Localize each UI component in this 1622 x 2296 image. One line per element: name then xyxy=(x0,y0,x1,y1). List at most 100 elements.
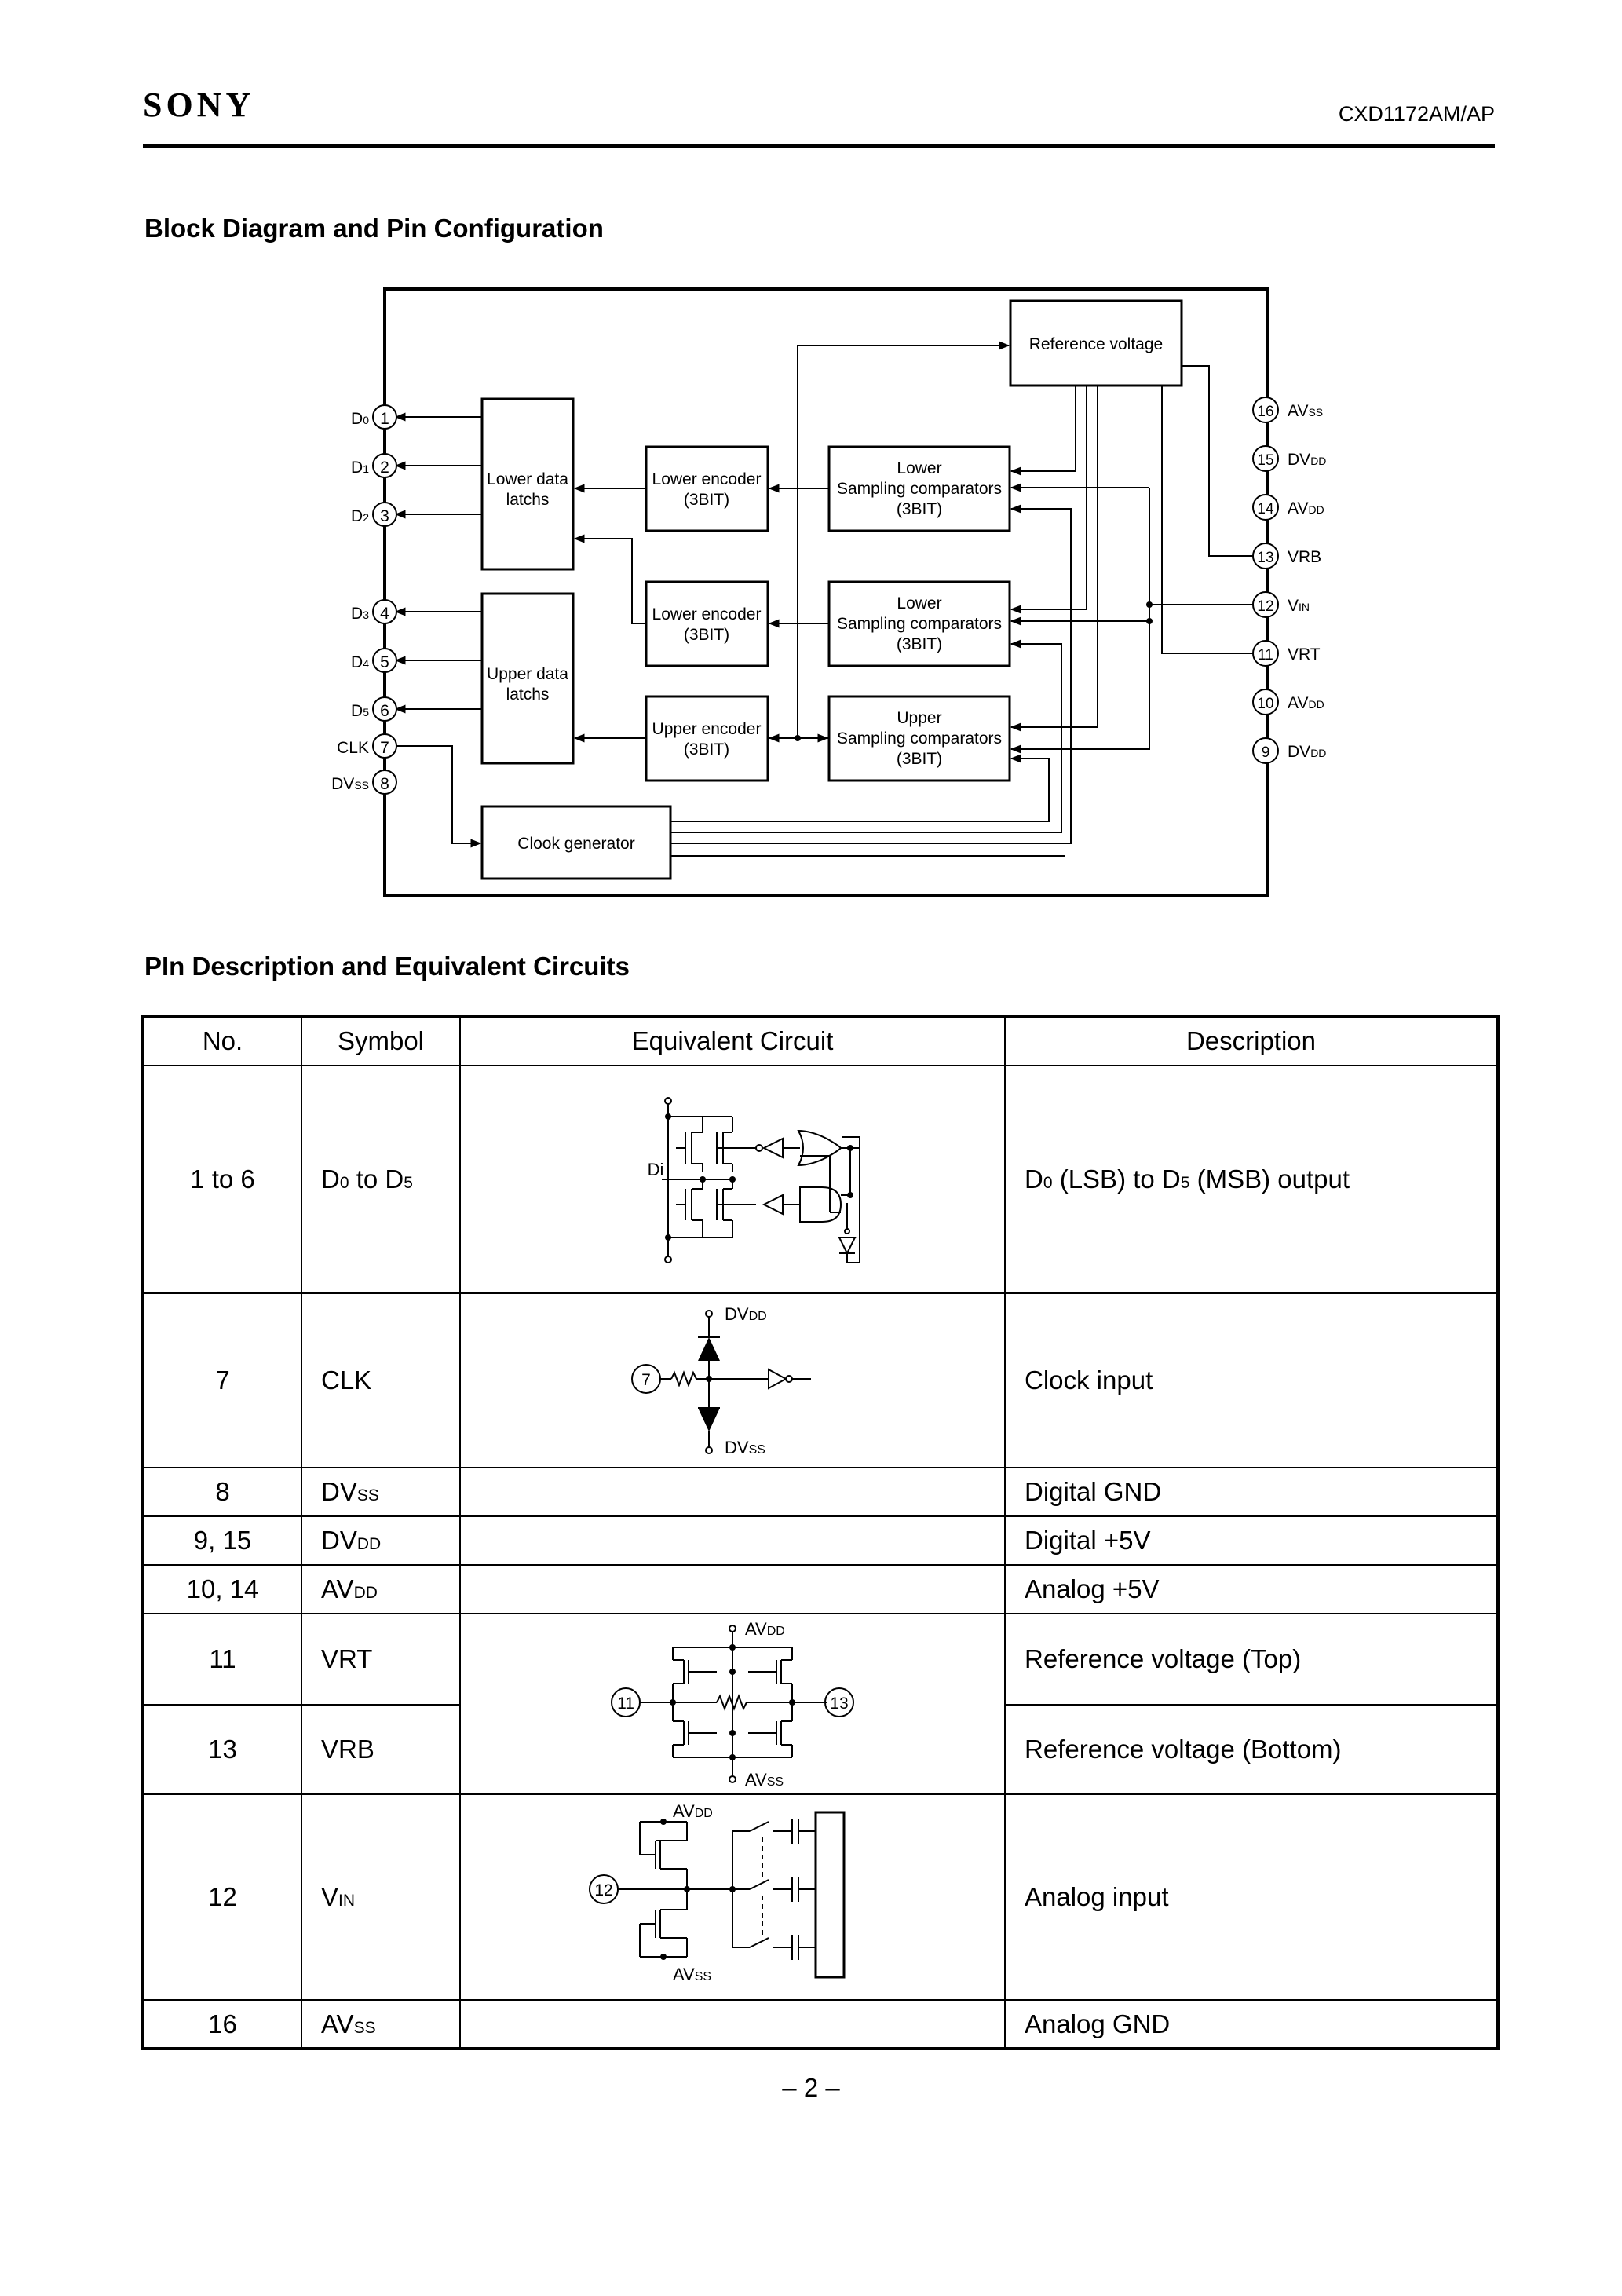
svg-text:11: 11 xyxy=(1258,647,1273,664)
row-no: 16 xyxy=(142,1999,302,2049)
svg-text:DVSS: DVSS xyxy=(331,775,369,793)
row-no: 13 xyxy=(142,1704,302,1795)
row-symbol: DVSS xyxy=(301,1467,461,1517)
svg-text:(3BIT): (3BIT) xyxy=(897,635,942,653)
svg-text:latchs: latchs xyxy=(506,491,550,509)
row-circuit-empty xyxy=(459,1999,1006,2049)
vin-circuit: 12 AVDD AVSS xyxy=(459,1793,1006,2001)
pin-1: 1D0 xyxy=(351,404,397,430)
svg-text:Di: Di xyxy=(648,1160,664,1179)
row-symbol: CLK xyxy=(301,1292,461,1468)
page-number: – 2 – xyxy=(782,2073,840,2102)
pin-description-title: PIn Description and Equivalent Circuits xyxy=(144,952,630,981)
pin-6: 6D5 xyxy=(351,696,397,722)
svg-text:D0: D0 xyxy=(351,410,369,428)
row-no: 12 xyxy=(142,1793,302,2001)
row-no: 7 xyxy=(142,1292,302,1468)
table-row: 11 VRT xyxy=(142,1613,1499,1795)
svg-text:2: 2 xyxy=(380,459,389,477)
svg-text:VRT: VRT xyxy=(1288,645,1321,664)
row-symbol: AVDD xyxy=(301,1564,461,1614)
output-buffer-circuit-diagram: Di xyxy=(648,1097,860,1263)
svg-text:11: 11 xyxy=(617,1695,634,1713)
table-row: 1 to 6 D0 to D5 xyxy=(142,1065,1499,1294)
svg-text:10: 10 xyxy=(1257,696,1273,712)
svg-text:15: 15 xyxy=(1257,452,1273,469)
svg-text:D4: D4 xyxy=(351,653,369,671)
svg-text:DVDD: DVDD xyxy=(1288,743,1326,761)
lower-encoder-b-block xyxy=(645,580,769,667)
svg-text:AVSS: AVSS xyxy=(1288,402,1323,420)
svg-text:16: 16 xyxy=(1257,404,1273,420)
svg-text:13: 13 xyxy=(1257,550,1273,566)
row-circuit-empty xyxy=(459,1564,1006,1614)
svg-text:AVDD: AVDD xyxy=(745,1619,785,1639)
svg-text:7: 7 xyxy=(641,1371,651,1389)
pin-3: 3D2 xyxy=(351,502,397,527)
table-row: 9, 15 DVDD Digital +5V xyxy=(142,1515,1499,1566)
header-description: Description xyxy=(1004,1015,1499,1066)
row-description: Digital GND xyxy=(1004,1467,1499,1517)
reference-circuit: 11 13 AVDD AVSS xyxy=(459,1613,1006,1795)
header-symbol: Symbol xyxy=(301,1015,461,1066)
chip-outline xyxy=(383,287,1269,897)
svg-text:12: 12 xyxy=(594,1881,612,1899)
svg-text:Clook generator: Clook generator xyxy=(517,835,634,853)
svg-text:D2: D2 xyxy=(351,507,369,525)
pin-5: 5 D4 xyxy=(351,648,397,673)
svg-text:13: 13 xyxy=(830,1695,848,1713)
reference-voltage-label: Reference voltage xyxy=(1029,335,1163,353)
svg-text:(3BIT): (3BIT) xyxy=(897,500,942,518)
pin-table: No. Symbol Equivalent Circuit Descriptio… xyxy=(141,1015,1500,2050)
svg-text:5: 5 xyxy=(380,653,389,671)
svg-text:7: 7 xyxy=(380,739,389,757)
svg-text:Lower data: Lower data xyxy=(487,470,568,488)
pin-15: 15 DVDD xyxy=(1252,445,1326,472)
svg-text:AVDD: AVDD xyxy=(673,1803,713,1821)
pin-14: 14 AVDD xyxy=(1252,494,1324,521)
svg-text:14: 14 xyxy=(1257,501,1274,517)
pin-11: 11 VRT xyxy=(1252,640,1321,667)
row-description: Analog +5V xyxy=(1004,1564,1499,1614)
row-symbol: D0 to D5 xyxy=(301,1065,461,1294)
svg-text:AVDD: AVDD xyxy=(1288,499,1324,517)
svg-text:DVDD: DVDD xyxy=(1288,451,1326,469)
svg-text:AVDD: AVDD xyxy=(1288,694,1324,712)
svg-text:VIN: VIN xyxy=(1288,597,1310,615)
upper-data-latchs-block xyxy=(480,592,575,765)
row-circuit-empty xyxy=(459,1515,1006,1566)
row-no: 1 to 6 xyxy=(142,1065,302,1294)
clk-circuit: 7 DVDD DVSS xyxy=(459,1292,1006,1468)
table-row: 12 VIN xyxy=(142,1793,1499,2001)
header-no: No. xyxy=(142,1015,302,1066)
svg-text:Upper: Upper xyxy=(897,709,941,727)
lower-encoder-a-block xyxy=(645,445,769,532)
svg-text:4: 4 xyxy=(380,605,389,623)
svg-text:DVDD: DVDD xyxy=(725,1304,767,1324)
row-symbol: VRT xyxy=(301,1613,461,1706)
svg-text:CLK: CLK xyxy=(337,739,369,757)
svg-text:Upper encoder: Upper encoder xyxy=(652,720,762,738)
svg-text:Lower encoder: Lower encoder xyxy=(652,470,762,488)
row-symbol: AVSS xyxy=(301,1999,461,2049)
svg-text:Lower: Lower xyxy=(897,459,941,477)
pin-4: 4 D3 xyxy=(351,599,397,624)
svg-text:6: 6 xyxy=(380,702,389,720)
table-row: 7 CLK xyxy=(142,1292,1499,1468)
table-row: 8 DVSS Digital GND xyxy=(142,1467,1499,1517)
row-description: Reference voltage (Bottom) xyxy=(1004,1704,1499,1795)
row-description: Digital +5V xyxy=(1004,1515,1499,1566)
lower-data-latchs-block xyxy=(480,397,575,571)
svg-text:D3: D3 xyxy=(351,605,369,623)
clock-input-circuit-diagram: 7 DVDD DVSS xyxy=(631,1304,811,1457)
svg-text:AVSS: AVSS xyxy=(673,1965,711,1984)
row-description: D0 (LSB) to D5 (MSB) output xyxy=(1004,1065,1499,1294)
row-no: 9, 15 xyxy=(142,1515,302,1566)
upper-encoder-block xyxy=(645,695,769,782)
row-no: 10, 14 xyxy=(142,1564,302,1614)
